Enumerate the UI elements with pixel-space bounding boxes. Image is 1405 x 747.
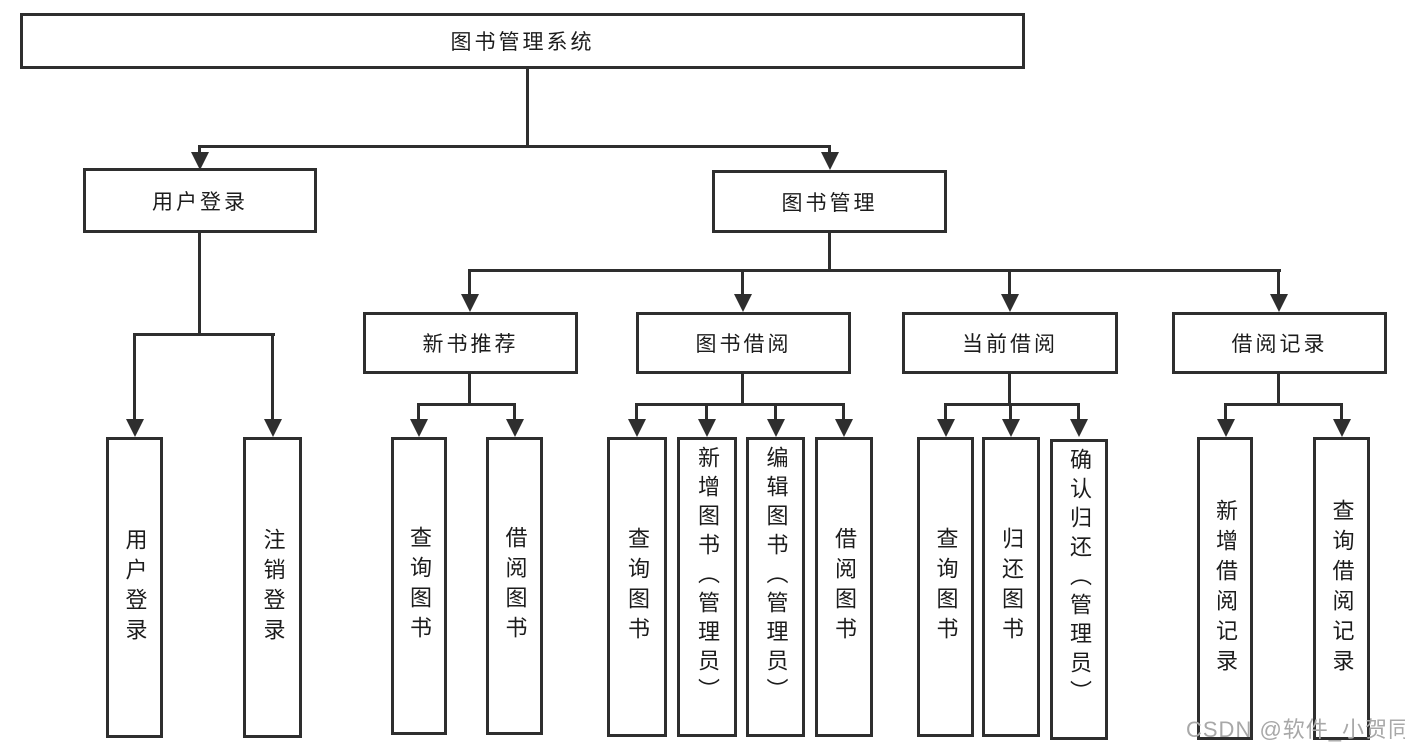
node-label: 图书借阅	[695, 333, 792, 356]
connector-line	[271, 333, 274, 421]
connector-line	[526, 69, 529, 147]
node-label: 查询图书	[407, 526, 432, 646]
arrow-down-icon	[126, 419, 144, 437]
arrow-down-icon	[191, 152, 209, 170]
arrow-down-icon	[821, 152, 839, 170]
leaf-edit-book-admin: 编辑图书（管理员）	[746, 437, 805, 737]
connector-line	[1277, 374, 1280, 405]
node-borrowing-records: 借阅记录	[1172, 312, 1387, 374]
arrow-down-icon	[835, 419, 853, 437]
leaf-query-books-borrowing: 查询图书	[607, 437, 667, 737]
connector-line	[133, 333, 275, 336]
node-label: 借阅图书	[502, 526, 528, 646]
leaf-add-borrow-record: 新增借阅记录	[1197, 437, 1253, 740]
connector-line	[1008, 374, 1011, 405]
arrow-down-icon	[1070, 419, 1088, 437]
connector-line	[635, 403, 638, 421]
node-label: 新增借阅记录	[1213, 498, 1238, 679]
node-label: 编辑图书（管理员）	[763, 446, 789, 707]
leaf-query-books-current: 查询图书	[917, 437, 974, 737]
leaf-query-borrow-record: 查询借阅记录	[1313, 437, 1370, 740]
connector-line	[741, 374, 744, 405]
node-book-management: 图书管理	[712, 170, 947, 233]
connector-line	[1077, 403, 1080, 421]
arrow-down-icon	[734, 294, 752, 312]
node-new-book-recommend: 新书推荐	[363, 312, 578, 374]
leaf-add-book-admin: 新增图书（管理员）	[677, 437, 737, 737]
arrow-down-icon	[410, 419, 428, 437]
connector-line	[1009, 403, 1012, 421]
connector-line	[468, 374, 471, 405]
arrow-down-icon	[1001, 294, 1019, 312]
connector-line	[513, 403, 516, 421]
connector-line	[635, 403, 844, 406]
node-label: 注销登录	[260, 527, 286, 648]
node-label: 借阅图书	[832, 527, 857, 647]
connector-line	[1340, 403, 1343, 421]
connector-line	[1224, 403, 1343, 406]
connector-line	[1224, 403, 1227, 421]
connector-line	[828, 233, 831, 271]
arrow-down-icon	[698, 419, 716, 437]
node-label: 借阅记录	[1231, 333, 1328, 356]
connector-line	[705, 403, 708, 421]
connector-line	[198, 145, 831, 148]
node-label: 查询图书	[625, 527, 650, 647]
node-label: 查询借阅记录	[1329, 498, 1355, 679]
node-label: 确认归还（管理员）	[1067, 448, 1092, 709]
leaf-logout-login: 注销登录	[243, 437, 302, 738]
connector-line	[842, 403, 845, 421]
connector-line	[417, 403, 516, 406]
connector-line	[944, 403, 947, 421]
arrow-down-icon	[937, 419, 955, 437]
arrow-down-icon	[506, 419, 524, 437]
arrow-down-icon	[1333, 419, 1351, 437]
arrow-down-icon	[264, 419, 282, 437]
connector-line	[133, 333, 136, 421]
csdn-watermark: CSDN @软件_小贺同学	[1186, 717, 1405, 742]
connector-line	[468, 269, 471, 296]
leaf-confirm-return-admin: 确认归还（管理员）	[1050, 439, 1108, 740]
node-user-login: 用户登录	[83, 168, 317, 233]
node-label: 图书管理系统	[450, 31, 595, 54]
arrow-down-icon	[1217, 419, 1235, 437]
connector-line	[944, 403, 1080, 406]
node-current-borrowing: 当前借阅	[902, 312, 1118, 374]
leaf-user-login: 用户登录	[106, 437, 163, 738]
node-library-management-system: 图书管理系统	[20, 13, 1025, 69]
arrow-down-icon	[1002, 419, 1020, 437]
connector-line	[741, 269, 744, 296]
connector-line	[1277, 269, 1280, 296]
node-book-borrowing: 图书借阅	[636, 312, 851, 374]
arrow-down-icon	[1270, 294, 1288, 312]
leaf-return-books: 归还图书	[982, 437, 1040, 737]
leaf-borrow-books-recommend: 借阅图书	[486, 437, 543, 735]
leaf-borrow-books: 借阅图书	[815, 437, 873, 737]
arrow-down-icon	[461, 294, 479, 312]
node-label: 图书管理	[781, 191, 878, 215]
node-label: 用户登录	[122, 527, 148, 648]
connector-line	[198, 233, 201, 335]
node-label: 归还图书	[999, 527, 1024, 647]
node-label: 用户登录	[152, 190, 248, 214]
node-label: 查询图书	[933, 527, 959, 647]
arrow-down-icon	[767, 419, 785, 437]
node-label: 新增图书（管理员）	[695, 446, 720, 707]
node-label: 新书推荐	[422, 333, 519, 356]
node-label: 当前借阅	[962, 333, 1058, 356]
connector-line	[1008, 269, 1011, 296]
connector-line	[417, 403, 420, 421]
leaf-query-books-recommend: 查询图书	[391, 437, 447, 735]
arrow-down-icon	[628, 419, 646, 437]
connector-line	[774, 403, 777, 421]
connector-line	[468, 269, 1281, 272]
